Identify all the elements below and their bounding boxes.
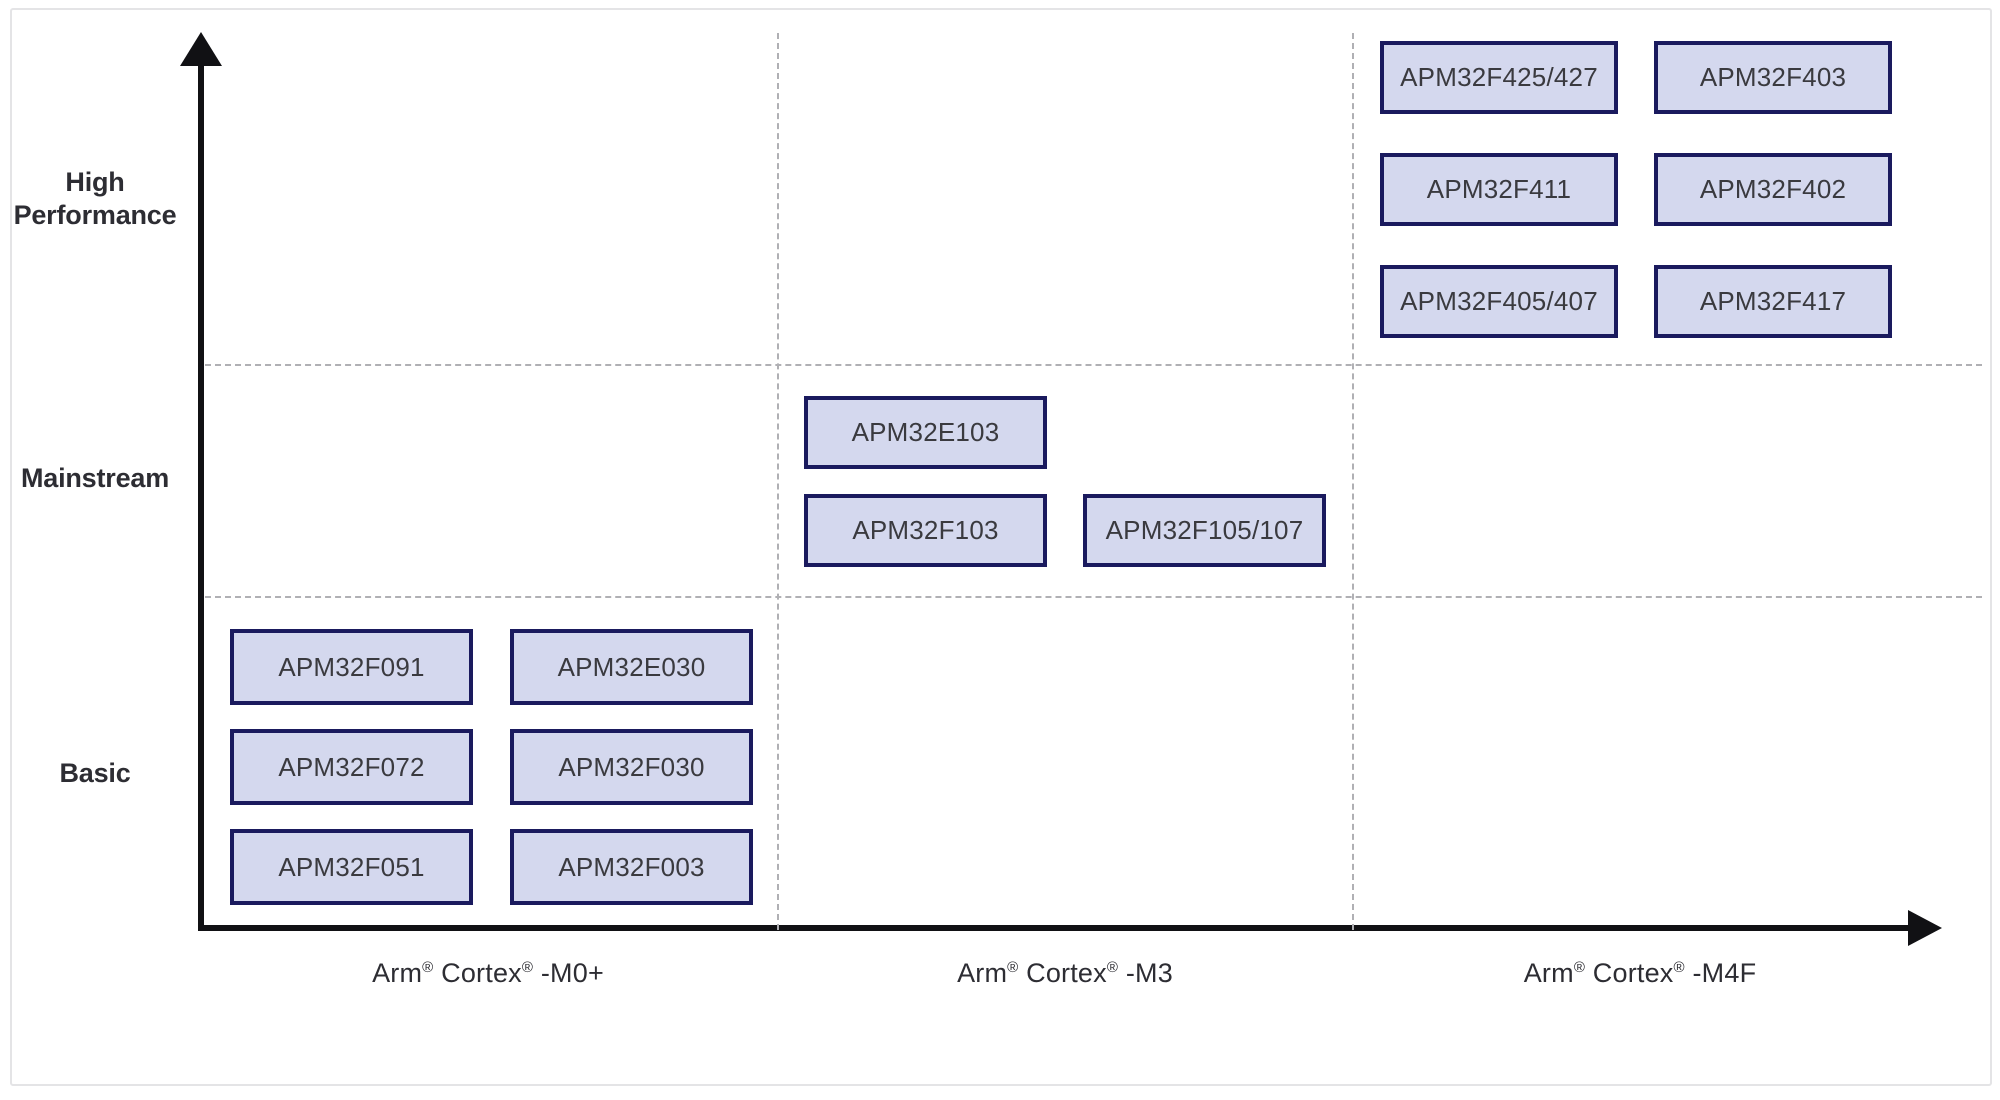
y-axis-line [198,60,204,930]
y-axis-label-line1: High [65,167,125,197]
chip-apm32f072[interactable]: APM32F072 [230,729,473,805]
grid-line-vertical-right [1352,33,1354,930]
chip-apm32f051[interactable]: APM32F051 [230,829,473,905]
chip-apm32e103[interactable]: APM32E103 [804,396,1047,469]
registered-icon: ® [1673,959,1685,976]
x-axis-label-cortex: Cortex [1585,958,1674,988]
x-axis-arrow-icon [1908,910,1942,946]
x-axis-label-cortex: Cortex [433,958,522,988]
x-axis-label-arm: Arm [372,958,423,988]
registered-icon: ® [1106,959,1119,976]
x-axis-label-core: -M0+ [533,958,604,988]
y-axis-label-high-performance: High Performance [0,166,190,232]
chip-apm32f425-427[interactable]: APM32F425/427 [1380,41,1618,114]
grid-line-horizontal-lower [205,596,1982,598]
y-axis-label-mainstream: Mainstream [0,462,190,495]
y-axis-label-line1: Basic [59,758,131,788]
registered-icon: ® [1007,959,1019,976]
grid-line-horizontal-upper [205,364,1982,366]
x-axis-label-cortex-m4f: Arm® Cortex® -M4F [1360,958,1920,989]
registered-icon: ® [1573,959,1586,976]
chip-apm32e030[interactable]: APM32E030 [510,629,753,705]
y-axis-arrow-icon [180,32,222,66]
grid-line-vertical-left [777,33,779,930]
registered-icon: ® [521,959,534,976]
x-axis-line [198,925,1918,931]
x-axis-label-core: -M4F [1684,958,1757,988]
chip-apm32f417[interactable]: APM32F417 [1654,265,1892,338]
x-axis-label-cortex: Cortex [1018,958,1107,988]
chip-apm32f003[interactable]: APM32F003 [510,829,753,905]
x-axis-label-cortex-m3: Arm® Cortex® -M3 [785,958,1345,989]
registered-icon: ® [422,959,434,976]
x-axis-label-arm: Arm [957,958,1008,988]
x-axis-label-core: -M3 [1118,958,1173,988]
y-axis-label-line1: Mainstream [20,463,170,493]
x-axis-label-arm: Arm [1523,958,1574,988]
chip-apm32f030[interactable]: APM32F030 [510,729,753,805]
chip-apm32f105-107[interactable]: APM32F105/107 [1083,494,1326,567]
x-axis-label-cortex-m0plus: Arm® Cortex® -M0+ [208,958,768,989]
chip-apm32f411[interactable]: APM32F411 [1380,153,1618,226]
chip-apm32f103[interactable]: APM32F103 [804,494,1047,567]
chip-apm32f403[interactable]: APM32F403 [1654,41,1892,114]
chip-apm32f405-407[interactable]: APM32F405/407 [1380,265,1618,338]
chip-apm32f402[interactable]: APM32F402 [1654,153,1892,226]
chip-apm32f091[interactable]: APM32F091 [230,629,473,705]
y-axis-label-basic: Basic [0,757,190,790]
y-axis-label-line2: Performance [13,199,177,230]
